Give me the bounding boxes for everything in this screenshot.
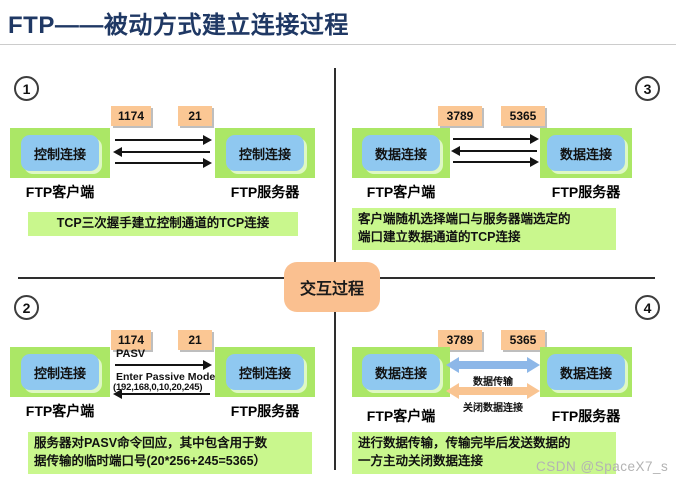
csdn-watermark: CSDN @SpaceX7_s <box>536 459 669 474</box>
caption-line-2: 一方主动关闭数据连接 <box>358 453 484 468</box>
page-title: FTP——被动方式建立连接过程 <box>8 12 349 39</box>
server-port-tag: 5365 <box>501 106 545 126</box>
quadrant-1-tcp-handshake: 1 1174 21 控制连接 控制连接 FTP客户端 FTP服务器 TCP三次握… <box>8 70 330 270</box>
step-caption: 服务器对PASV命令回应，其中包含用于数 据传输的临时端口号(20*256+24… <box>28 432 312 474</box>
server-node: 数据连接 <box>540 128 632 178</box>
arrow-bar <box>456 387 530 395</box>
control-connection-label: 控制连接 <box>21 354 99 390</box>
enter-passive-mode-label: Enter Passive Mode <box>116 371 216 383</box>
arrow-bar <box>456 361 530 369</box>
server-node: 控制连接 <box>215 347 315 397</box>
ftp-server-label: FTP服务器 <box>230 403 300 419</box>
syn-ack-arrow <box>113 147 210 157</box>
ftp-server-label: FTP服务器 <box>551 184 621 200</box>
data-transfer-label: 数据传输 <box>473 377 513 388</box>
caption-line-1: 进行数据传输，传输完毕后发送数据的 <box>358 436 571 450</box>
step-caption: TCP三次握手建立控制通道的TCP连接 <box>28 212 298 236</box>
ack-arrow <box>115 158 212 168</box>
syn-ack-arrow <box>451 146 537 156</box>
caption-line-1: 客户端随机选择端口与服务器端选定的 <box>358 212 571 226</box>
step-caption: 客户端随机选择端口与服务器端选定的 端口建立数据通道的TCP连接 <box>352 208 616 250</box>
caption-line-2: 据传输的临时端口号(20*256+245=5365） <box>34 453 267 468</box>
close-connection-arrow <box>446 383 540 399</box>
data-connection-label: 数据连接 <box>362 135 440 171</box>
client-port-tag: 3789 <box>438 330 482 350</box>
quadrant-3-data-channel: 3 3789 5365 数据连接 数据连接 FTP客户端 FTP服务器 客户端随… <box>348 70 670 270</box>
pasv-command-label: PASV <box>116 348 146 360</box>
caption-line-2: 端口建立数据通道的TCP连接 <box>358 229 521 244</box>
client-node: 控制连接 <box>10 347 110 397</box>
step-number-badge: 3 <box>635 76 660 101</box>
step-number-badge: 2 <box>14 295 39 320</box>
pasv-response-label: (192,168,0,10,20,245) <box>113 382 203 393</box>
client-port-tag: 1174 <box>111 330 151 350</box>
data-transfer-arrow <box>446 357 540 373</box>
quadrant-4-data-transfer: 4 3789 5365 数据连接 数据连接 数据传输 关闭数据连接 FTP客户端… <box>348 289 670 484</box>
interaction-process-label: 交互过程 <box>299 281 364 298</box>
client-node: 数据连接 <box>352 347 450 397</box>
syn-arrow <box>453 134 539 144</box>
client-port-tag: 1174 <box>111 106 151 126</box>
control-connection-label: 控制连接 <box>21 135 99 171</box>
server-node: 控制连接 <box>215 128 315 178</box>
caption-line-1: 服务器对PASV命令回应，其中包含用于数 <box>34 436 268 450</box>
data-connection-label: 数据连接 <box>362 354 440 390</box>
control-connection-label: 控制连接 <box>226 354 304 390</box>
client-node: 控制连接 <box>10 128 110 178</box>
data-connection-label: 数据连接 <box>547 135 625 171</box>
ftp-client-label: FTP客户端 <box>25 403 95 419</box>
ack-arrow <box>453 157 539 167</box>
quadrant-2-pasv-command: 2 1174 21 控制连接 控制连接 PASV Enter Passive M… <box>8 289 330 484</box>
server-node: 数据连接 <box>540 347 632 397</box>
server-port-tag: 21 <box>178 330 212 350</box>
step-number-badge: 1 <box>14 76 39 101</box>
control-connection-label: 控制连接 <box>226 135 304 171</box>
ftp-client-label: FTP客户端 <box>366 408 436 424</box>
step-number-badge: 4 <box>635 295 660 320</box>
ftp-client-label: FTP客户端 <box>25 184 95 200</box>
data-connection-label: 数据连接 <box>547 354 625 390</box>
server-port-tag: 21 <box>178 106 212 126</box>
syn-arrow <box>115 135 212 145</box>
interaction-process-box: 交互过程 <box>284 262 380 312</box>
server-port-tag: 5365 <box>501 330 545 350</box>
step-caption: 进行数据传输，传输完毕后发送数据的 一方主动关闭数据连接 <box>352 432 616 474</box>
title-divider <box>0 44 676 45</box>
client-node: 数据连接 <box>352 128 450 178</box>
close-connection-label: 关闭数据连接 <box>463 403 523 414</box>
ftp-client-label: FTP客户端 <box>366 184 436 200</box>
client-port-tag: 3789 <box>438 106 482 126</box>
ftp-server-label: FTP服务器 <box>551 408 621 424</box>
pasv-request-arrow <box>115 360 212 370</box>
ftp-server-label: FTP服务器 <box>230 184 300 200</box>
pasv-response-arrow <box>113 389 210 399</box>
